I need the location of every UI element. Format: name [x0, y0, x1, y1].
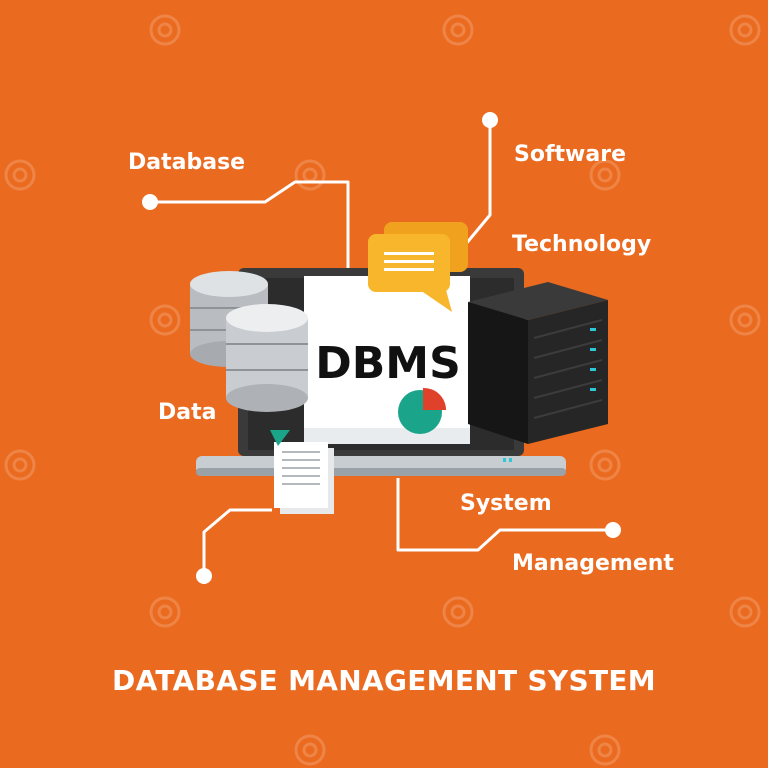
laptop-port-led-2: [509, 458, 512, 462]
screen-dbms-text: DBMS: [315, 338, 461, 389]
connector-dots: [142, 112, 621, 584]
label-management: Management: [512, 551, 674, 576]
label-system: System: [460, 491, 552, 516]
label-data: Data: [158, 400, 217, 425]
connector-database: [150, 180, 350, 268]
label-software: Software: [514, 142, 626, 167]
connector-system: [396, 478, 612, 552]
document-icon: [270, 430, 334, 514]
database-cylinder-front: [226, 304, 308, 412]
label-database: Database: [128, 150, 246, 175]
connector-data: [202, 508, 272, 576]
watermark-layer: [4, 14, 761, 766]
label-technology: Technology: [512, 232, 652, 257]
page-title: DATABASE MANAGEMENT SYSTEM: [112, 664, 656, 697]
database-stack-icon: [190, 271, 308, 412]
pie-chart-icon: [398, 387, 447, 434]
laptop-port-led: [503, 458, 506, 462]
node-dot-software: [482, 112, 498, 128]
chat-bubble-icon: [368, 222, 468, 312]
node-dot-database: [142, 194, 158, 210]
connector-lines: [150, 120, 612, 576]
connector-software: [463, 120, 492, 246]
node-dot-management: [605, 522, 621, 538]
node-dot-data: [196, 568, 212, 584]
server-rack-icon: [468, 282, 608, 444]
laptop-base-shadow: [196, 468, 566, 476]
